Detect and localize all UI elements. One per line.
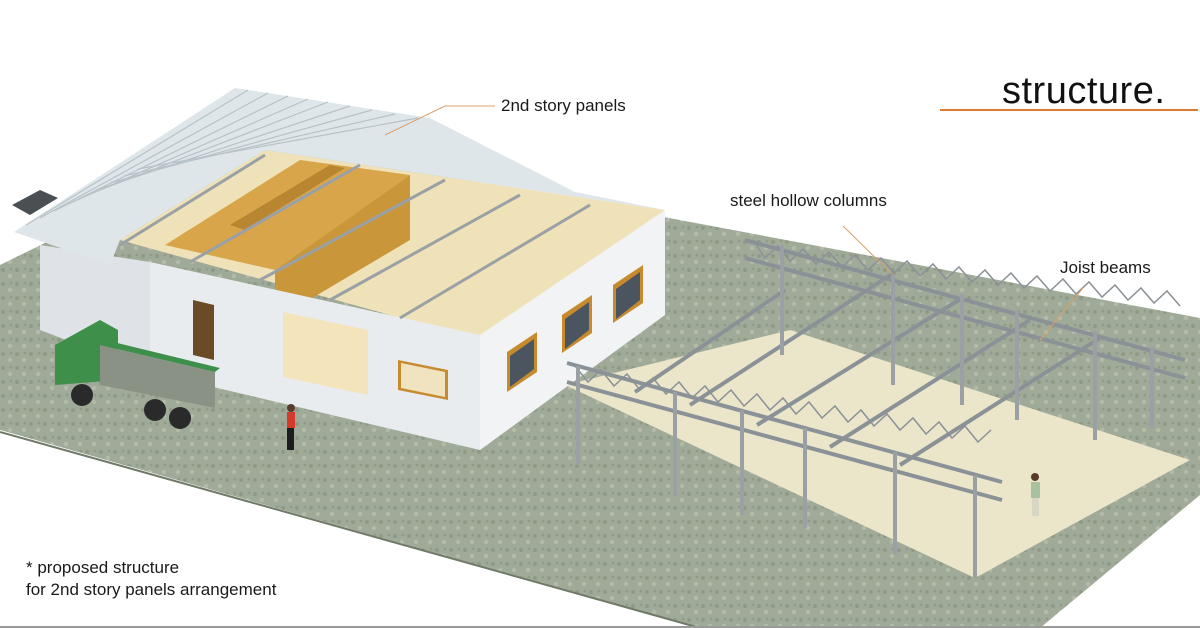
footnote: * proposed structure for 2nd story panel…: [26, 557, 276, 601]
building: [12, 88, 665, 450]
truck: [55, 320, 220, 429]
callout-leaders: [384, 105, 1084, 341]
title-underline: [940, 109, 1198, 111]
footnote-line-1: * proposed structure: [26, 558, 180, 577]
steel-frame: [566, 238, 1186, 578]
footnote-line-2: for 2nd story panels arrangement: [26, 580, 277, 599]
page-title: structure.: [1002, 70, 1166, 112]
callout-2nd-story-panels: 2nd story panels: [501, 96, 626, 115]
pedestrian-2: [1031, 473, 1040, 516]
callout-joist-beams: Joist beams: [1060, 258, 1151, 277]
callout-steel-hollow-columns: steel hollow columns: [730, 191, 887, 210]
pedestrian: [287, 404, 295, 450]
bottom-border: [0, 626, 1200, 628]
